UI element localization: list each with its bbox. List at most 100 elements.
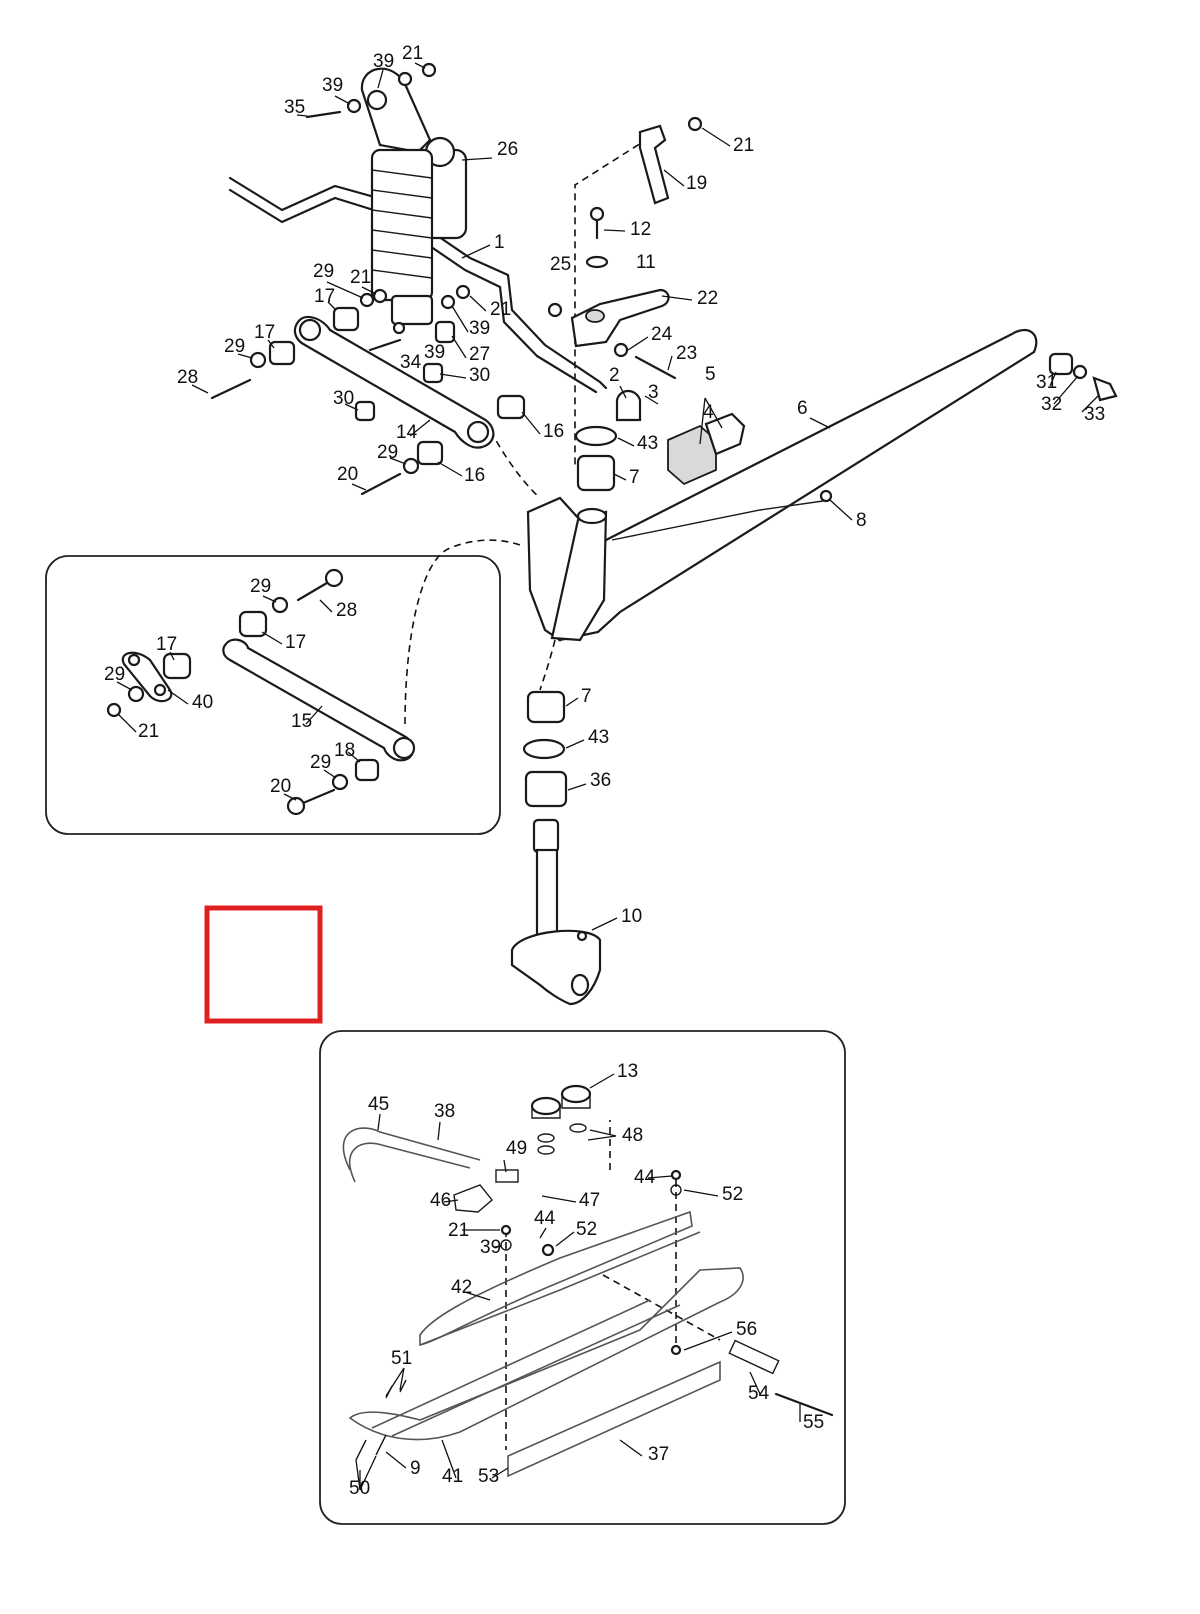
shock-absorber <box>360 67 468 326</box>
stabilizer-bar <box>228 176 608 390</box>
bushing-16a <box>496 394 526 420</box>
bushing-31 <box>1048 352 1074 376</box>
assembly-lines <box>404 137 721 1450</box>
bolt-35 <box>305 110 342 119</box>
callout-12: 12 <box>630 219 651 240</box>
callout-30: 30 <box>333 388 354 409</box>
spindle-10 <box>510 818 602 1006</box>
leader-lines <box>116 62 1099 1491</box>
callout-41: 41 <box>442 1466 463 1487</box>
clamp-block-4 <box>667 424 717 486</box>
bolt-34 <box>368 338 402 352</box>
bushing-7a <box>576 454 616 492</box>
washer-39a <box>397 71 413 87</box>
callout-9: 9 <box>410 1458 421 1479</box>
callout-21: 21 <box>490 299 511 320</box>
bushing-7b <box>526 690 566 724</box>
callout-6: 6 <box>797 398 808 419</box>
callout-29: 29 <box>224 336 245 357</box>
inset-frame-ski <box>319 1030 846 1525</box>
callout-17: 17 <box>285 632 306 653</box>
washer-29c <box>402 457 420 475</box>
callout-25: 25 <box>550 254 571 275</box>
callout-3: 3 <box>648 382 659 403</box>
callout-35: 35 <box>284 97 305 118</box>
highlight-box <box>204 905 323 1024</box>
washer-39b <box>346 98 362 114</box>
washer-32 <box>1072 364 1088 380</box>
callout-15: 15 <box>291 711 312 732</box>
callout-42: 42 <box>451 1277 472 1298</box>
bushing-17d <box>162 652 192 680</box>
nut-21e <box>106 702 122 718</box>
washer-29d <box>127 685 145 703</box>
callout-54: 54 <box>748 1383 770 1404</box>
callout-44: 44 <box>534 1208 556 1229</box>
callout-26: 26 <box>497 139 518 160</box>
bolt-28b <box>296 578 334 602</box>
callout-37: 37 <box>648 1444 669 1465</box>
callout-14: 14 <box>396 422 418 443</box>
washer-24 <box>613 342 629 358</box>
inset-link-15 <box>106 568 416 816</box>
callout-53: 53 <box>478 1466 499 1487</box>
spacer-30a <box>422 362 444 384</box>
nut-21c <box>455 284 471 300</box>
swing-arm <box>558 328 1038 642</box>
callout-28: 28 <box>177 367 198 388</box>
clamp-22 <box>570 288 670 348</box>
spacer-30b <box>354 400 376 422</box>
washer-43b <box>522 738 566 760</box>
ski-assembly <box>342 1084 834 1478</box>
callout-1: 1 <box>494 232 505 253</box>
callout-30: 30 <box>469 365 490 386</box>
washer-11 <box>585 255 609 269</box>
callout-21: 21 <box>733 135 754 156</box>
callout-29: 29 <box>104 664 125 685</box>
callout-52: 52 <box>722 1184 743 1205</box>
callout-29: 29 <box>250 576 271 597</box>
callout-17: 17 <box>156 634 177 655</box>
callout-7: 7 <box>629 467 640 488</box>
callout-2: 2 <box>609 365 620 386</box>
washer-39d <box>392 321 406 335</box>
washer-29e <box>271 596 289 614</box>
callout-16: 16 <box>464 465 485 486</box>
callout-28: 28 <box>336 600 357 621</box>
bushing-17a <box>332 306 360 332</box>
callout-16: 16 <box>543 421 564 442</box>
nut-21d <box>687 116 703 132</box>
washer-29f <box>331 773 349 791</box>
callout-40: 40 <box>192 692 213 713</box>
callout-38: 38 <box>434 1101 455 1122</box>
callout-34: 34 <box>400 352 422 373</box>
washer-43a <box>574 425 618 447</box>
callout-7: 7 <box>581 686 592 707</box>
callout-21: 21 <box>138 721 159 742</box>
bolt-20 <box>360 472 402 496</box>
callout-29: 29 <box>310 752 331 773</box>
bolt-33 <box>1092 376 1118 402</box>
callout-52: 52 <box>576 1219 597 1240</box>
callout-56: 56 <box>736 1319 757 1340</box>
callout-39: 39 <box>424 342 445 363</box>
callout-48: 48 <box>622 1125 643 1146</box>
nut-25 <box>547 302 563 318</box>
callout-8: 8 <box>856 510 867 531</box>
callout-43: 43 <box>588 727 609 748</box>
bolt-23 <box>634 355 677 380</box>
callout-31: 31 <box>1036 372 1057 393</box>
callout-36: 36 <box>590 770 611 791</box>
bracket-19 <box>638 124 670 205</box>
callout-39: 39 <box>373 51 394 72</box>
nut-21b <box>372 288 388 304</box>
callout-29: 29 <box>377 442 398 463</box>
callout-4: 4 <box>703 402 714 423</box>
callout-50: 50 <box>349 1478 370 1499</box>
callout-32: 32 <box>1041 394 1062 415</box>
bolt-28 <box>210 378 252 400</box>
bushing-18 <box>354 758 380 782</box>
bushing-16b <box>416 440 444 466</box>
